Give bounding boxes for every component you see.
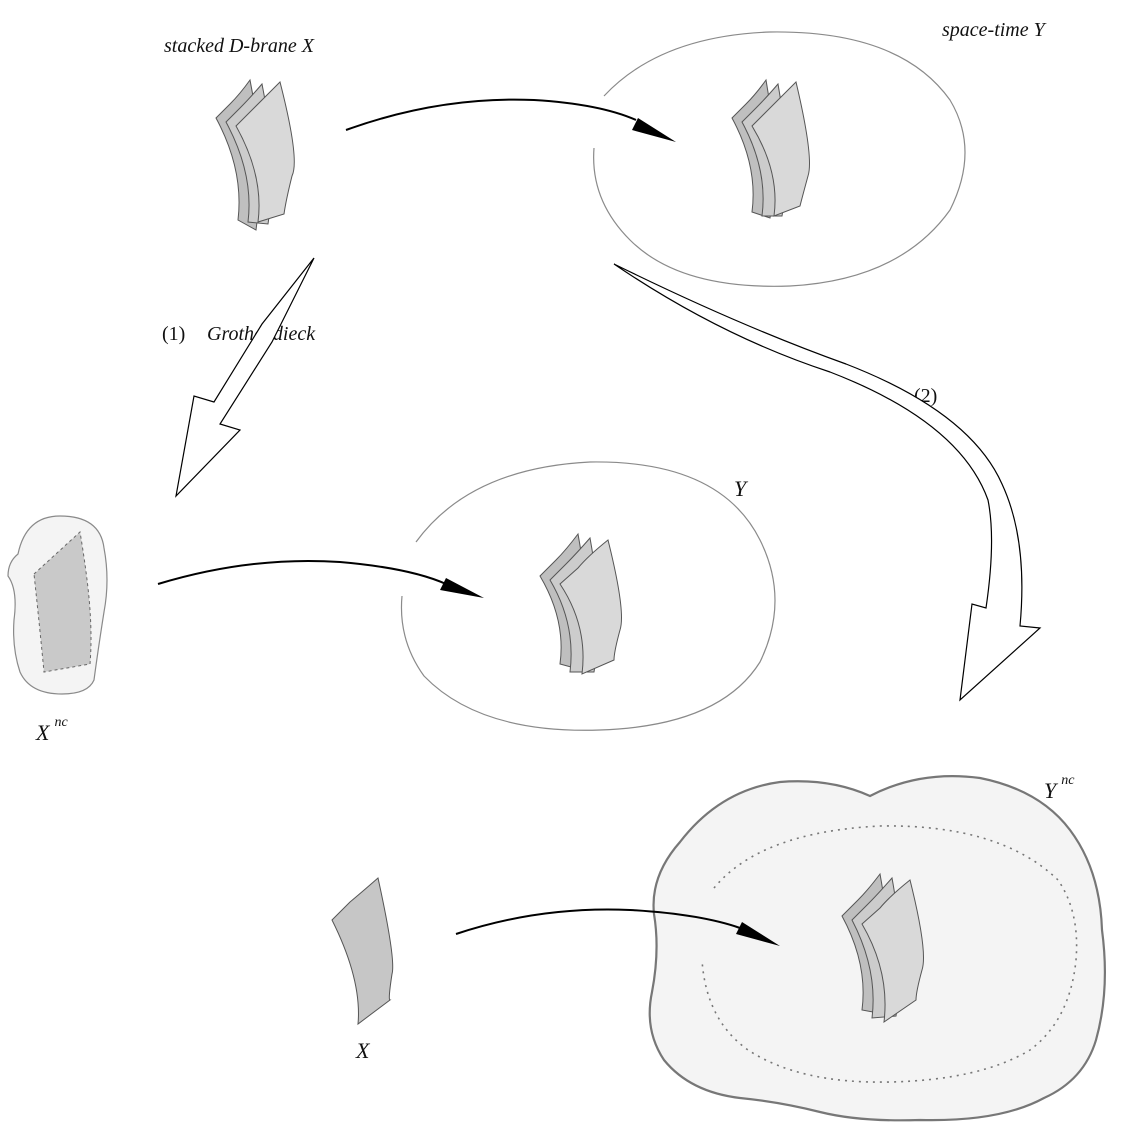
stacked-brane-top-left xyxy=(215,78,295,231)
arrowhead-embed-bottom xyxy=(736,922,780,946)
single-brane-x xyxy=(331,877,394,1026)
arrow-embed-bottom xyxy=(455,908,741,935)
step1-number: (1) xyxy=(162,323,185,345)
spacetime-label: space-time Y xyxy=(942,19,1047,41)
stacked-brane-in-y-nc xyxy=(841,872,924,1024)
arrowhead-embed-middle xyxy=(440,578,484,598)
hollow-arrow-step2 xyxy=(613,263,1042,702)
y-middle-ellipse xyxy=(400,461,776,731)
stacked-brane-label: stacked D-brane X xyxy=(164,35,315,57)
spacetime-ellipse xyxy=(593,31,966,287)
stacked-brane-in-spacetime xyxy=(731,78,810,219)
stacked-brane-in-y-middle xyxy=(539,532,622,675)
y-middle-label: Y xyxy=(734,476,749,501)
x-bottom-label: X xyxy=(355,1038,371,1063)
arrow-embed-top xyxy=(345,98,637,131)
arrow-embed-middle xyxy=(157,559,447,585)
arrowhead-embed-top xyxy=(632,118,676,142)
hollow-arrow-grothendieck xyxy=(175,257,315,498)
x-nc-region xyxy=(7,515,108,695)
